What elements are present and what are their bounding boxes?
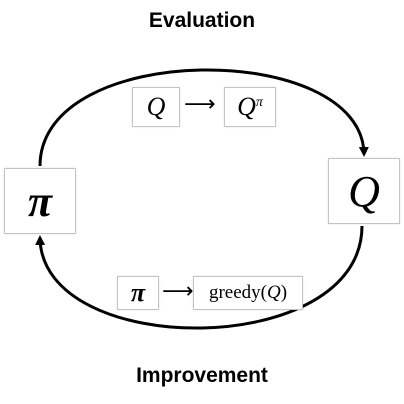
- greedy-fn: greedy(: [208, 282, 267, 303]
- evaluation-to-symbol: Q: [237, 92, 256, 121]
- policy-node: π: [4, 168, 76, 234]
- greedy-close: ): [280, 282, 288, 303]
- evaluation-from-box: Q: [132, 87, 180, 127]
- greedy-box: greedy(Q): [193, 276, 303, 310]
- improvement-arrow-icon: ⟶: [162, 279, 194, 304]
- q-node: Q: [328, 158, 400, 224]
- q-symbol: Q: [348, 166, 380, 216]
- improvement-arc: [35, 225, 364, 330]
- evaluation-arrow-icon: ⟶: [184, 92, 216, 117]
- improvement-heading: Improvement: [136, 364, 268, 387]
- improvement-from-symbol: π: [130, 278, 146, 307]
- greedy-arg: Q: [266, 282, 281, 303]
- improvement-from-box: π: [117, 276, 159, 310]
- evaluation-heading: Evaluation: [148, 9, 256, 32]
- evaluation-from-symbol: Q: [146, 92, 166, 121]
- policy-symbol: π: [27, 176, 53, 226]
- evaluation-to-superscript: π: [255, 95, 263, 110]
- evaluation-arc: [38, 68, 369, 167]
